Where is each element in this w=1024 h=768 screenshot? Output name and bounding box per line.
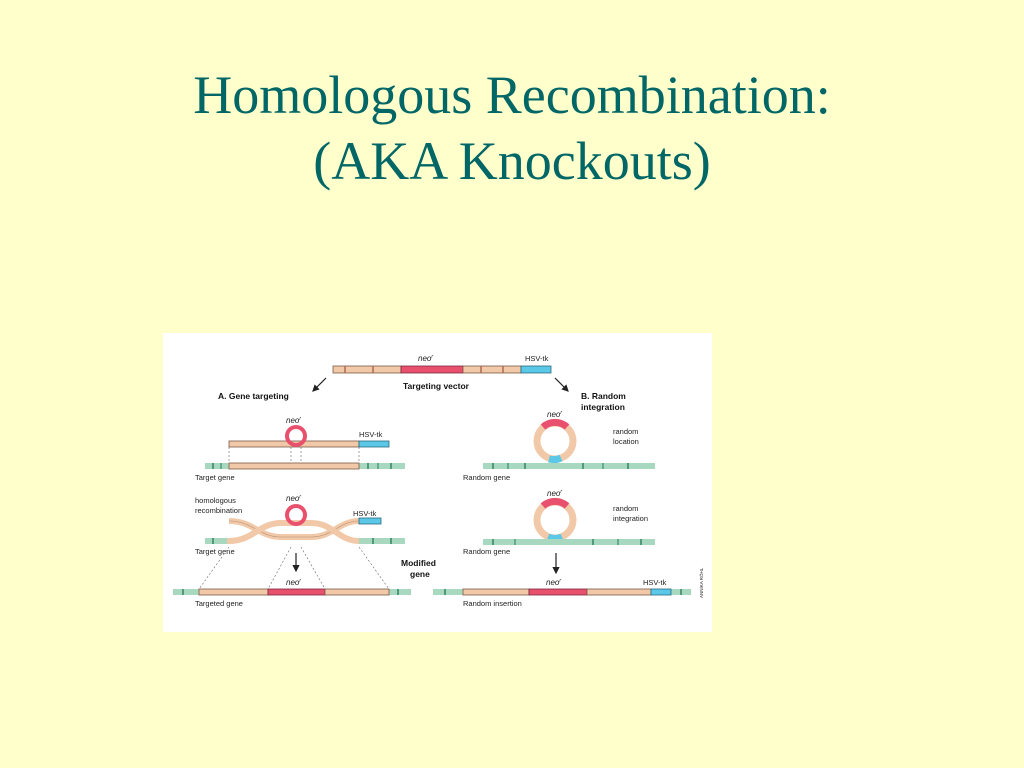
modified-gene-label-1: Modified (401, 558, 436, 568)
vector-neo-label: neor (418, 354, 433, 363)
rins-neo-label: neor (546, 578, 561, 587)
modified-gene-label-2: gene (410, 569, 430, 579)
targeted-gene-label: Targeted gene (195, 599, 243, 608)
tg-neo-label: neor (286, 578, 301, 587)
random-integration-panel: B. Random integration neor random locati… (433, 391, 691, 608)
random-integration-heading-2: integration (581, 402, 625, 412)
gt-neo-label: neor (286, 416, 301, 425)
vector-neo-cassette (400, 365, 464, 374)
arrow-to-random-integration (554, 377, 569, 392)
random-insertion-hsv (650, 588, 672, 596)
target-gene-locus (228, 462, 360, 470)
ri-neo-label: neor (547, 410, 562, 419)
artist-credit: ANNIKA RÖHL (698, 567, 704, 598)
ri-circular-vector (533, 419, 577, 463)
ri2-random-gene-label: Random gene (463, 547, 510, 556)
title-line-2: (AKA Knockouts) (313, 131, 711, 191)
ri2-circular-vector (533, 498, 577, 542)
random-integration-heading-1: B. Random (581, 391, 626, 401)
title-line-1: Homologous Recombination: (193, 65, 831, 125)
random-location-2: location (613, 437, 639, 446)
hr-target-gene-label: Target gene (195, 547, 235, 556)
gene-targeting-panel: A. Gene targeting neor HSV-tk Target gen… (173, 391, 436, 608)
hr-hsv-label: HSV-tk (353, 509, 377, 518)
knockout-diagram: neor HSV-tk Targeting vector A. Gene tar… (173, 354, 704, 608)
random-insertion-label: Random insertion (463, 599, 522, 608)
gt-vector-hsv (358, 440, 390, 448)
vector-hsv-label: HSV-tk (525, 354, 549, 363)
random-insertion-neo (528, 588, 588, 596)
ri2-chromosome (483, 539, 655, 545)
rins-hsv-label: HSV-tk (643, 578, 667, 587)
targeted-gene-neo (267, 588, 326, 596)
gt-hsv-label: HSV-tk (359, 430, 383, 439)
hr-hsv (358, 517, 382, 525)
knockout-figure: neor HSV-tk Targeting vector A. Gene tar… (163, 333, 712, 632)
ri2-neo-label: neor (547, 489, 562, 498)
vector-hsv-tk (520, 365, 552, 374)
homologous-label-2: recombination (195, 506, 242, 515)
arrow-to-gene-targeting (312, 377, 327, 392)
homologous-label-1: homologous (195, 496, 236, 505)
targeting-vector-label: Targeting vector (403, 381, 470, 391)
target-gene-label: Target gene (195, 473, 235, 482)
random-integration-note-2: integration (613, 514, 648, 523)
vector-right-arm (462, 365, 522, 374)
hr-target-strand (205, 520, 405, 544)
random-gene-label: Random gene (463, 473, 510, 482)
random-gene-chromosome (483, 463, 655, 469)
slide-title: Homologous Recombination: (AKA Knockouts… (0, 62, 1024, 194)
random-location-1: random (613, 427, 638, 436)
gene-targeting-heading: A. Gene targeting (218, 391, 289, 401)
gt-neo-loop (285, 425, 307, 447)
targeting-vector: neor HSV-tk Targeting vector (312, 354, 569, 392)
hr-neo-loop (285, 504, 307, 526)
random-integration-note-1: random (613, 504, 638, 513)
vector-left-arm (332, 365, 402, 374)
hr-neo-label: neor (286, 494, 301, 503)
